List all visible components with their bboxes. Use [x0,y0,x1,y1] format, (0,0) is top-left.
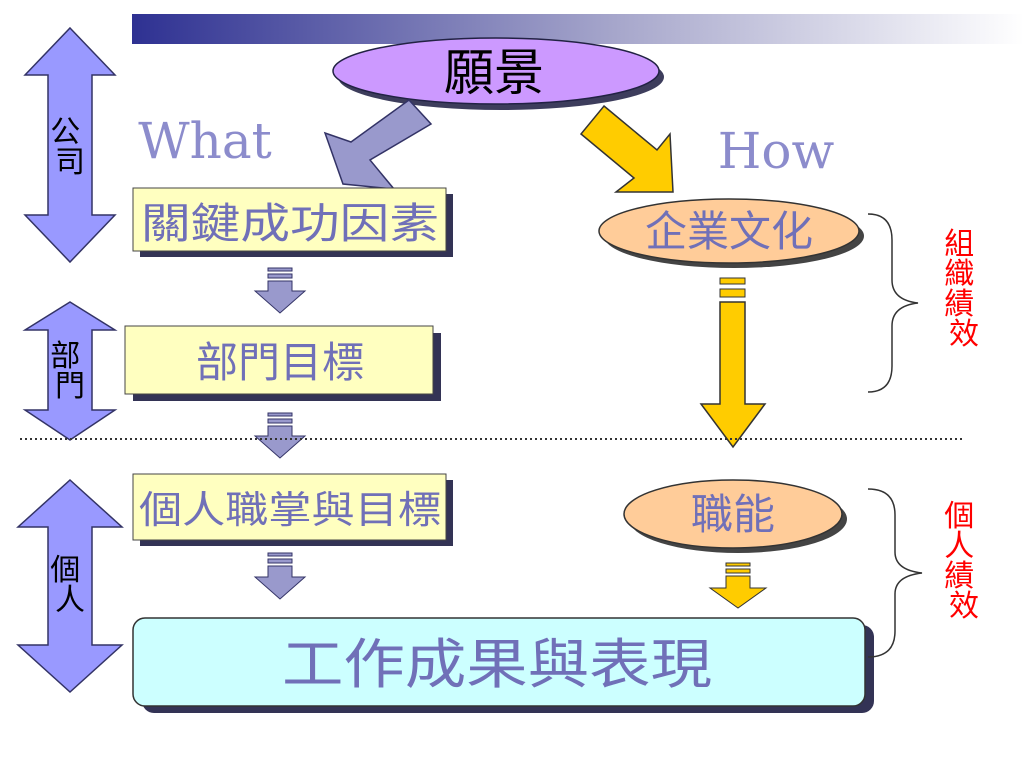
individual-double-arrow [16,478,124,694]
org-performance-char3: 績 [944,287,974,322]
what-diagonal-arrow [323,99,433,190]
org-performance-char2: 織 [944,257,974,292]
individual-performance-char4: 效 [949,589,979,624]
vision-title: 願景 [444,44,544,102]
label-individual: 個 人 [50,553,90,618]
label-department-char1: 部 [50,339,80,374]
ksf-box [132,187,447,252]
label-individual-char1: 個 [50,553,80,588]
label-company-char1: 公 [50,115,80,150]
competency-text: 職能 [691,490,775,539]
culture-ellipse [598,198,860,264]
individual-goals-text: 個人職掌與目標 [139,488,441,532]
individual-performance-char3: 績 [944,559,974,594]
individual-performance-char2: 人 [944,529,974,564]
label-individual-char2: 人 [55,583,85,618]
individual-performance-char1: 個 [944,499,974,534]
how-label: How [718,122,835,180]
title-gradient-bar [132,14,1024,44]
how-long-down-arrow [699,277,767,449]
dept-goals-box [124,325,434,395]
what-down-arrow-2 [253,412,307,459]
how-diagonal-arrow [579,104,674,193]
what-down-arrow-3 [253,552,307,600]
label-company: 公 司 [50,115,90,180]
individual-performance-brace [867,488,923,658]
how-short-down-arrow [708,562,768,609]
org-performance-char4: 效 [949,317,979,352]
individual-performance-label: 個 人 績 效 [944,499,984,624]
label-company-char2: 司 [55,145,85,180]
label-department-char2: 門 [55,369,85,404]
label-department: 部 門 [50,339,90,404]
culture-text: 企業文化 [645,207,813,256]
company-double-arrow [23,26,117,264]
vision-ellipse [332,37,660,105]
org-performance-label: 組 織 績 效 [944,227,984,352]
what-down-arrow-1 [253,267,307,314]
result-text: 工作成果與表現 [282,633,712,696]
dept-goals-text: 部門目標 [196,338,364,387]
org-performance-brace [867,213,919,393]
org-performance-char1: 組 [944,227,974,262]
competency-ellipse [623,479,843,549]
ksf-text: 關鍵成功因素 [141,199,439,248]
what-label: What [138,112,272,170]
result-box [132,617,866,707]
individual-goals-box [132,473,447,541]
